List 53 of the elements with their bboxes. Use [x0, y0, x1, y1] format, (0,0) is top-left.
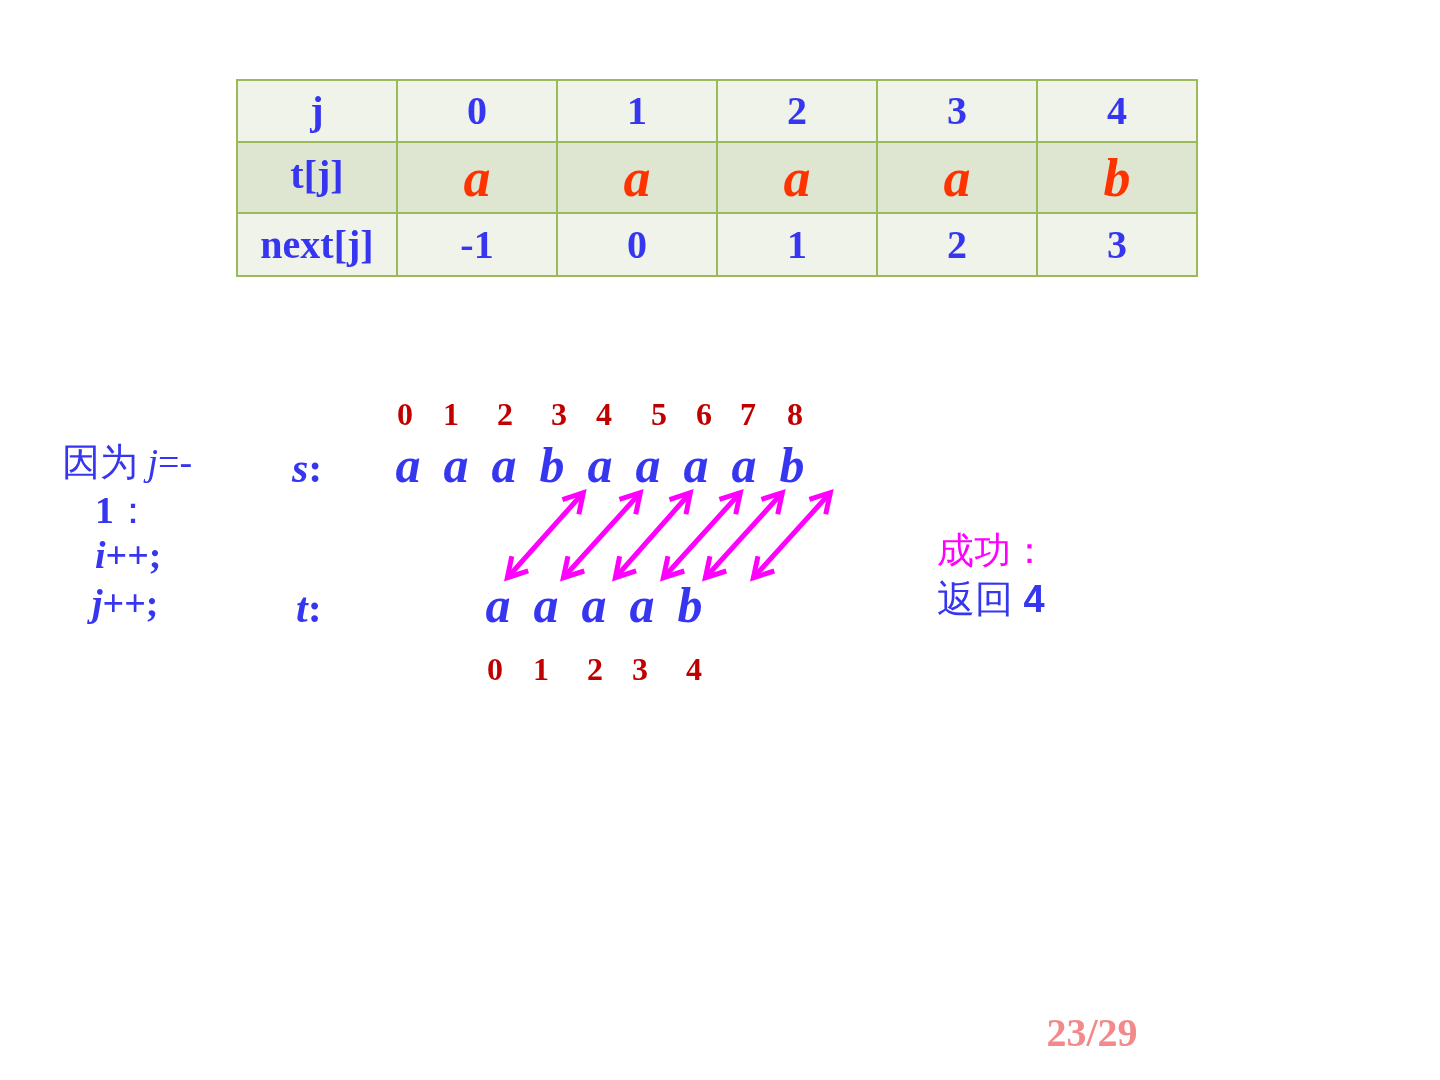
string-character: a [584, 437, 616, 493]
string-character: a [632, 437, 664, 493]
string-character: b [538, 436, 566, 496]
string-character: a [442, 436, 470, 496]
table-cell: 4 [1036, 79, 1198, 143]
index-number: 6 [695, 395, 713, 434]
table-cell: a [556, 141, 718, 214]
string-character: a [626, 577, 658, 633]
code-text: i++; [94, 533, 163, 579]
index-number: 0 [486, 650, 504, 689]
string-character: a [530, 577, 562, 633]
string-character: a [482, 577, 514, 633]
page-number: 23/29 [1045, 1008, 1139, 1057]
string-label: t: [295, 583, 323, 633]
index-number: 8 [786, 395, 804, 434]
table-cell: 2 [716, 79, 878, 143]
row-header-cell: next[j] [236, 212, 398, 277]
string-character: a [578, 577, 610, 633]
table-cell: 3 [1036, 212, 1198, 277]
index-number: 4 [685, 650, 703, 689]
string-character: a [680, 437, 712, 493]
string-character: a [728, 437, 760, 493]
table-cell: 1 [556, 79, 718, 143]
string-label: s: [291, 443, 324, 493]
result-text: 返回 4 [936, 576, 1046, 622]
index-number: 1 [442, 395, 460, 434]
string-character: a [490, 436, 518, 496]
index-number: 3 [631, 650, 649, 689]
index-number: 2 [586, 650, 604, 689]
string-character: b [776, 437, 808, 493]
table-cell: a [716, 141, 878, 214]
string-character: a [394, 436, 422, 496]
index-number: 3 [550, 395, 568, 434]
table-cell: 2 [876, 212, 1038, 277]
table-cell: 3 [876, 79, 1038, 143]
index-number: 2 [496, 395, 514, 434]
index-number: 7 [739, 395, 757, 434]
table-cell: a [876, 141, 1038, 214]
index-number: 0 [396, 395, 414, 434]
result-text: 成功： [936, 529, 1049, 574]
table-cell: -1 [396, 212, 558, 277]
table-cell: b [1036, 141, 1198, 214]
table-cell: 0 [556, 212, 718, 277]
row-header-cell: j [236, 79, 398, 143]
row-header-cell: t[j] [236, 141, 398, 214]
code-text: j++; [86, 580, 165, 627]
index-number: 5 [650, 395, 668, 434]
table-cell: 1 [716, 212, 878, 277]
table-cell: a [396, 141, 558, 214]
table-cell: 0 [396, 79, 558, 143]
index-number: 4 [595, 395, 613, 434]
string-character: b [674, 577, 706, 633]
index-number: 1 [532, 650, 550, 689]
